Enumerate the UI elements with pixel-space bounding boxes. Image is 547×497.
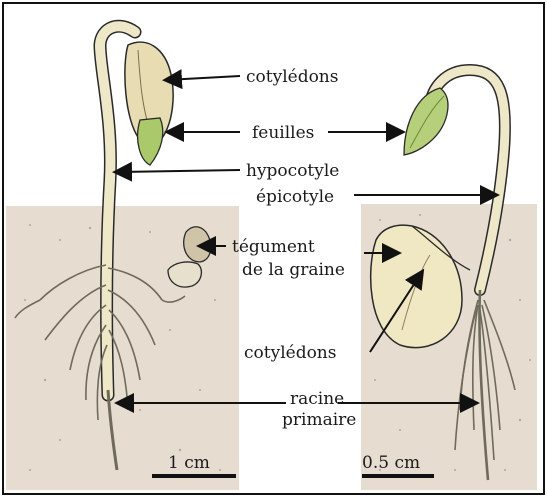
label-tegument-2: de la graine [242,260,345,280]
scale-label-right: 0.5 cm [362,453,420,473]
label-hypocotyle: hypocotyle [246,161,339,181]
label-cotyledons-top: cotylédons [246,67,338,87]
scale-label-left: 1 cm [168,453,210,473]
label-tegument-1: tégument [232,237,315,257]
label-cotyledons-bottom: cotylédons [244,343,336,363]
label-feuilles: feuilles [252,123,314,143]
label-racine-1: racine [290,389,344,409]
label-epicotyle: épicotyle [256,187,334,207]
label-racine-2: primaire [282,410,356,430]
